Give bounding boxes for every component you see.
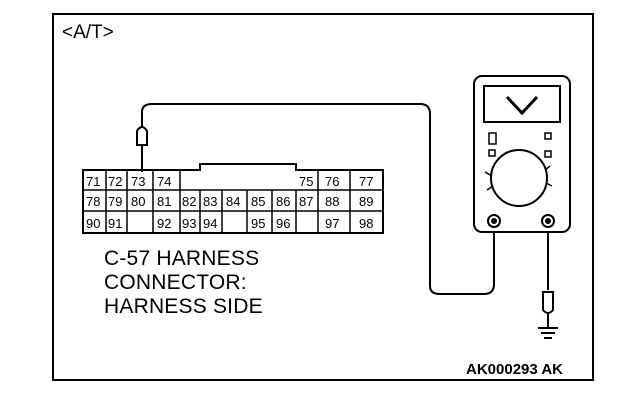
pin-88: 88	[325, 194, 339, 209]
pin-94: 94	[203, 216, 217, 231]
pin-78: 78	[86, 194, 100, 209]
pin-84: 84	[226, 194, 240, 209]
selector-dial	[490, 149, 548, 207]
meter-display	[483, 85, 561, 123]
pin-79: 79	[108, 194, 122, 209]
transmission-type-label: <A/T>	[62, 22, 114, 43]
pin-91: 91	[108, 216, 122, 231]
connector-pin-numbers: 71 72 73 74 75 76 77 78 79 80 81 82 83 8…	[86, 174, 373, 231]
pin-73: 73	[131, 174, 145, 189]
figure-frame	[52, 13, 594, 381]
pin-86: 86	[276, 194, 290, 209]
ground-lead	[542, 226, 554, 328]
pin-81: 81	[157, 194, 171, 209]
pin-75: 75	[299, 174, 313, 189]
voltage-symbol	[505, 95, 539, 116]
pin-72: 72	[108, 174, 122, 189]
harness-connector	[82, 163, 384, 234]
test-probe-tip	[136, 126, 148, 146]
ground-icon	[538, 327, 558, 339]
figure-code: AK000293 AK	[466, 361, 563, 378]
pin-93: 93	[182, 216, 196, 231]
pin-71: 71	[86, 174, 100, 189]
ground-probe	[542, 291, 554, 314]
connector-cell-dividers	[105, 170, 351, 233]
probe-lead	[136, 103, 495, 295]
pin-76: 76	[325, 174, 339, 189]
multimeter	[473, 75, 571, 233]
pin-95: 95	[251, 216, 265, 231]
pin-97: 97	[325, 216, 339, 231]
pin-80: 80	[131, 194, 145, 209]
pin-82: 82	[182, 194, 196, 209]
pin-85: 85	[251, 194, 265, 209]
connector-caption-line2: CONNECTOR:	[104, 271, 247, 294]
pin-77: 77	[359, 174, 373, 189]
pin-92: 92	[157, 216, 171, 231]
connector-caption-line1: C-57 HARNESS	[104, 247, 260, 270]
pin-96: 96	[276, 216, 290, 231]
pin-98: 98	[359, 216, 373, 231]
pin-83: 83	[203, 194, 217, 209]
connector-caption-line3: HARNESS SIDE	[104, 295, 263, 318]
pin-74: 74	[157, 174, 171, 189]
pin-89: 89	[359, 194, 373, 209]
pin-87: 87	[299, 194, 313, 209]
pin-90: 90	[86, 216, 100, 231]
